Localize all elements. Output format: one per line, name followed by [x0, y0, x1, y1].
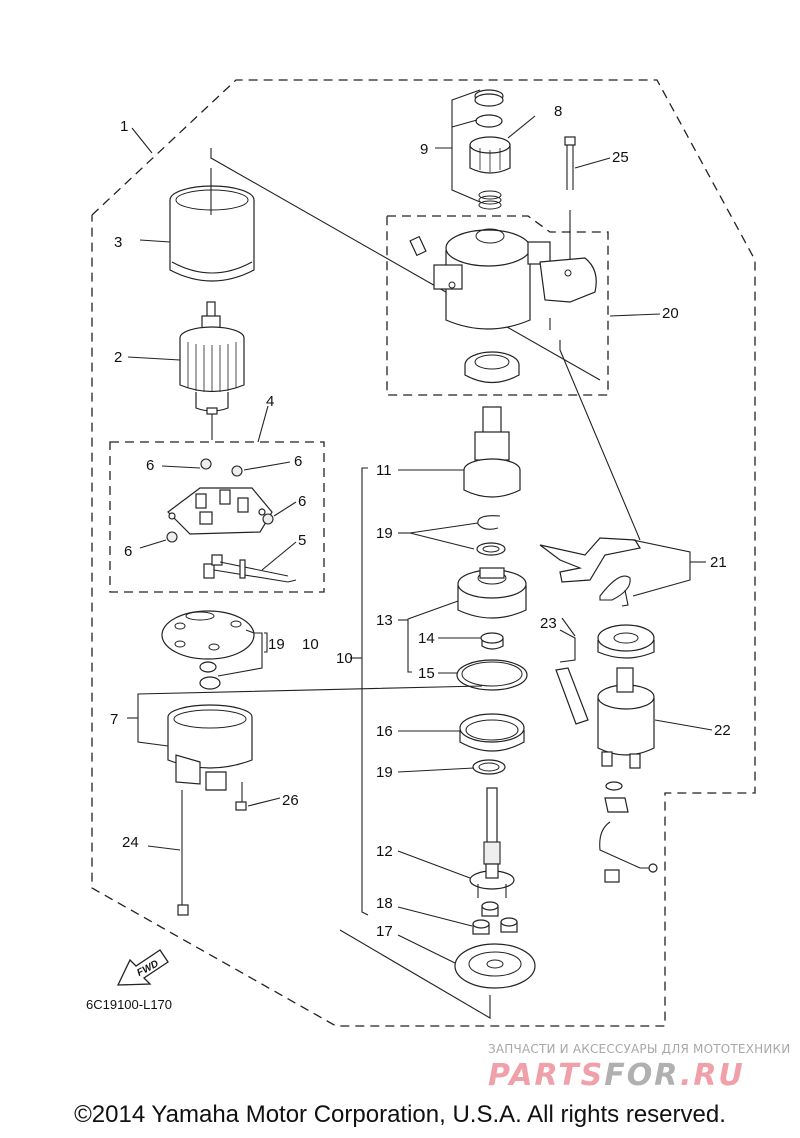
callout-8: 8 — [554, 103, 562, 120]
callout-6d: 6 — [124, 543, 132, 560]
callout-6c: 6 — [298, 493, 306, 510]
callout-14: 14 — [418, 630, 435, 647]
copyright-notice: ©2014 Yamaha Motor Corporation, U.S.A. A… — [74, 1101, 726, 1128]
part-7-rear-bracket — [167, 704, 253, 916]
callout-10-left: 10 — [302, 636, 319, 653]
part-20-front-bracket — [409, 228, 597, 384]
callout-26: 26 — [282, 792, 299, 809]
leader-lines — [127, 89, 713, 964]
part-14-bushing — [480, 632, 504, 650]
part-12-shaft — [469, 787, 515, 898]
callout-17: 17 — [376, 923, 393, 940]
callout-21: 21 — [710, 554, 727, 571]
callout-19-left: 19 — [268, 636, 285, 653]
callout-6a: 6 — [146, 457, 154, 474]
callout-4: 4 — [266, 393, 274, 410]
callout-6b: 6 — [294, 453, 302, 470]
part-13-gear-housing — [457, 567, 527, 619]
watermark-brand-parts: PARTS — [488, 1058, 605, 1093]
fwd-arrow-icon: FWD — [116, 949, 169, 986]
callout-2: 2 — [114, 349, 122, 366]
callout-7: 7 — [110, 711, 118, 728]
part-8-9-pinion-set — [469, 89, 511, 210]
callout-labels: 1 3 2 4 6 6 6 6 5 19 10 7 26 24 9 8 25 2… — [110, 103, 731, 940]
watermark-subtitle: ЗАПЧАСТИ И АКСЕССУАРЫ ДЛЯ МОТОТЕХНИКИ — [488, 1042, 791, 1056]
part-5-brush-lead — [203, 554, 297, 583]
watermark-brand-ru: .RU — [679, 1058, 745, 1093]
part-19-washer — [472, 759, 506, 775]
axis-line-lower — [339, 929, 491, 1019]
callout-16: 16 — [376, 723, 393, 740]
callout-13: 13 — [376, 612, 393, 629]
part-10-brush-plate — [161, 610, 255, 690]
callout-19-center-top: 19 — [376, 525, 393, 542]
callout-20: 20 — [662, 305, 679, 322]
callout-23: 23 — [540, 615, 557, 632]
assembly-boundary-4 — [109, 441, 325, 593]
callout-15: 15 — [418, 665, 435, 682]
callout-19-center-bottom: 19 — [376, 764, 393, 781]
part-15-plate — [456, 659, 528, 691]
callout-18: 18 — [376, 895, 393, 912]
callout-11: 11 — [376, 462, 392, 479]
assembly-boundary-20 — [386, 215, 609, 396]
watermark-brand-for: FOR — [604, 1058, 680, 1093]
part-2-armature — [179, 301, 245, 440]
callout-25: 25 — [612, 149, 629, 166]
part-11-clutch — [463, 406, 521, 498]
part-19-rings — [476, 515, 506, 556]
callout-5: 5 — [298, 532, 306, 549]
part-6-springs — [166, 458, 274, 543]
callout-1: 1 — [120, 118, 128, 135]
watermark-brand: PARTSFOR.RU — [488, 1058, 745, 1093]
part-18-planet-gears — [472, 901, 518, 935]
callout-9: 9 — [420, 141, 428, 158]
part-25-bolt — [564, 136, 576, 268]
callout-24: 24 — [122, 834, 139, 851]
part-16-internal-gear — [459, 713, 525, 752]
part-17-washer-plate — [454, 943, 536, 989]
callout-10-center: 10 — [336, 650, 353, 667]
part-3-yoke — [169, 168, 255, 282]
bracket-line-10 — [361, 467, 369, 916]
part-21-shift-lever — [539, 537, 641, 607]
drawing-code: 6C19100-L170 — [86, 997, 172, 1012]
callout-3: 3 — [114, 234, 122, 251]
callout-12: 12 — [376, 843, 393, 860]
callout-22: 22 — [714, 722, 731, 739]
part-22-solenoid — [597, 667, 658, 883]
part-4-brush-holder — [167, 487, 273, 535]
part-23-plunger-set — [555, 624, 655, 725]
assembly-boundary-1 — [91, 79, 756, 1027]
